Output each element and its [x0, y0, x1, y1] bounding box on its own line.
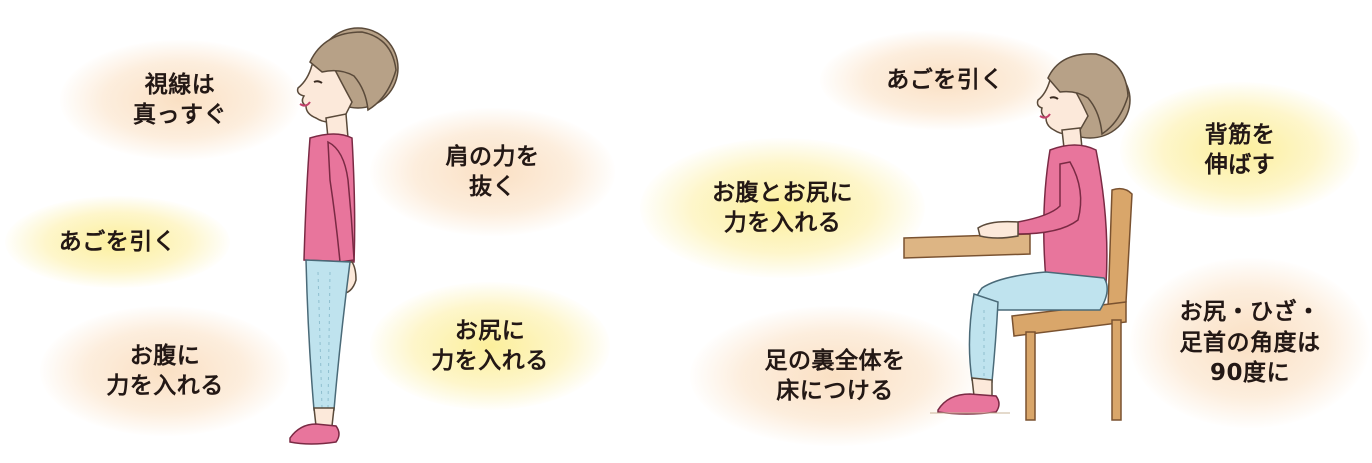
label-chin-sitting: あごを引く [820, 30, 1070, 130]
sitting-woman-illustration [903, 53, 1133, 421]
label-belly-standing: お腹に 力を入れる [40, 306, 290, 436]
label-buttocks-standing: お尻に 力を入れる [370, 282, 610, 410]
label-belly-buttocks-sitting: お腹とお尻に 力を入れる [640, 138, 925, 278]
label-chin-standing: あごを引く [5, 196, 230, 288]
standing-woman-illustration [289, 27, 399, 445]
label-feet-flat: 足の裏全体を 床につける [690, 306, 980, 446]
label-gaze-straight: 視線は 真っすぐ [60, 40, 300, 160]
label-straighten-back: 背筋を 伸ばす [1120, 82, 1360, 218]
label-90-degree-angles: お尻・ひざ・ 足首の角度は 90度に [1130, 258, 1370, 428]
label-relax-shoulders: 肩の力を 抜く [370, 108, 615, 236]
